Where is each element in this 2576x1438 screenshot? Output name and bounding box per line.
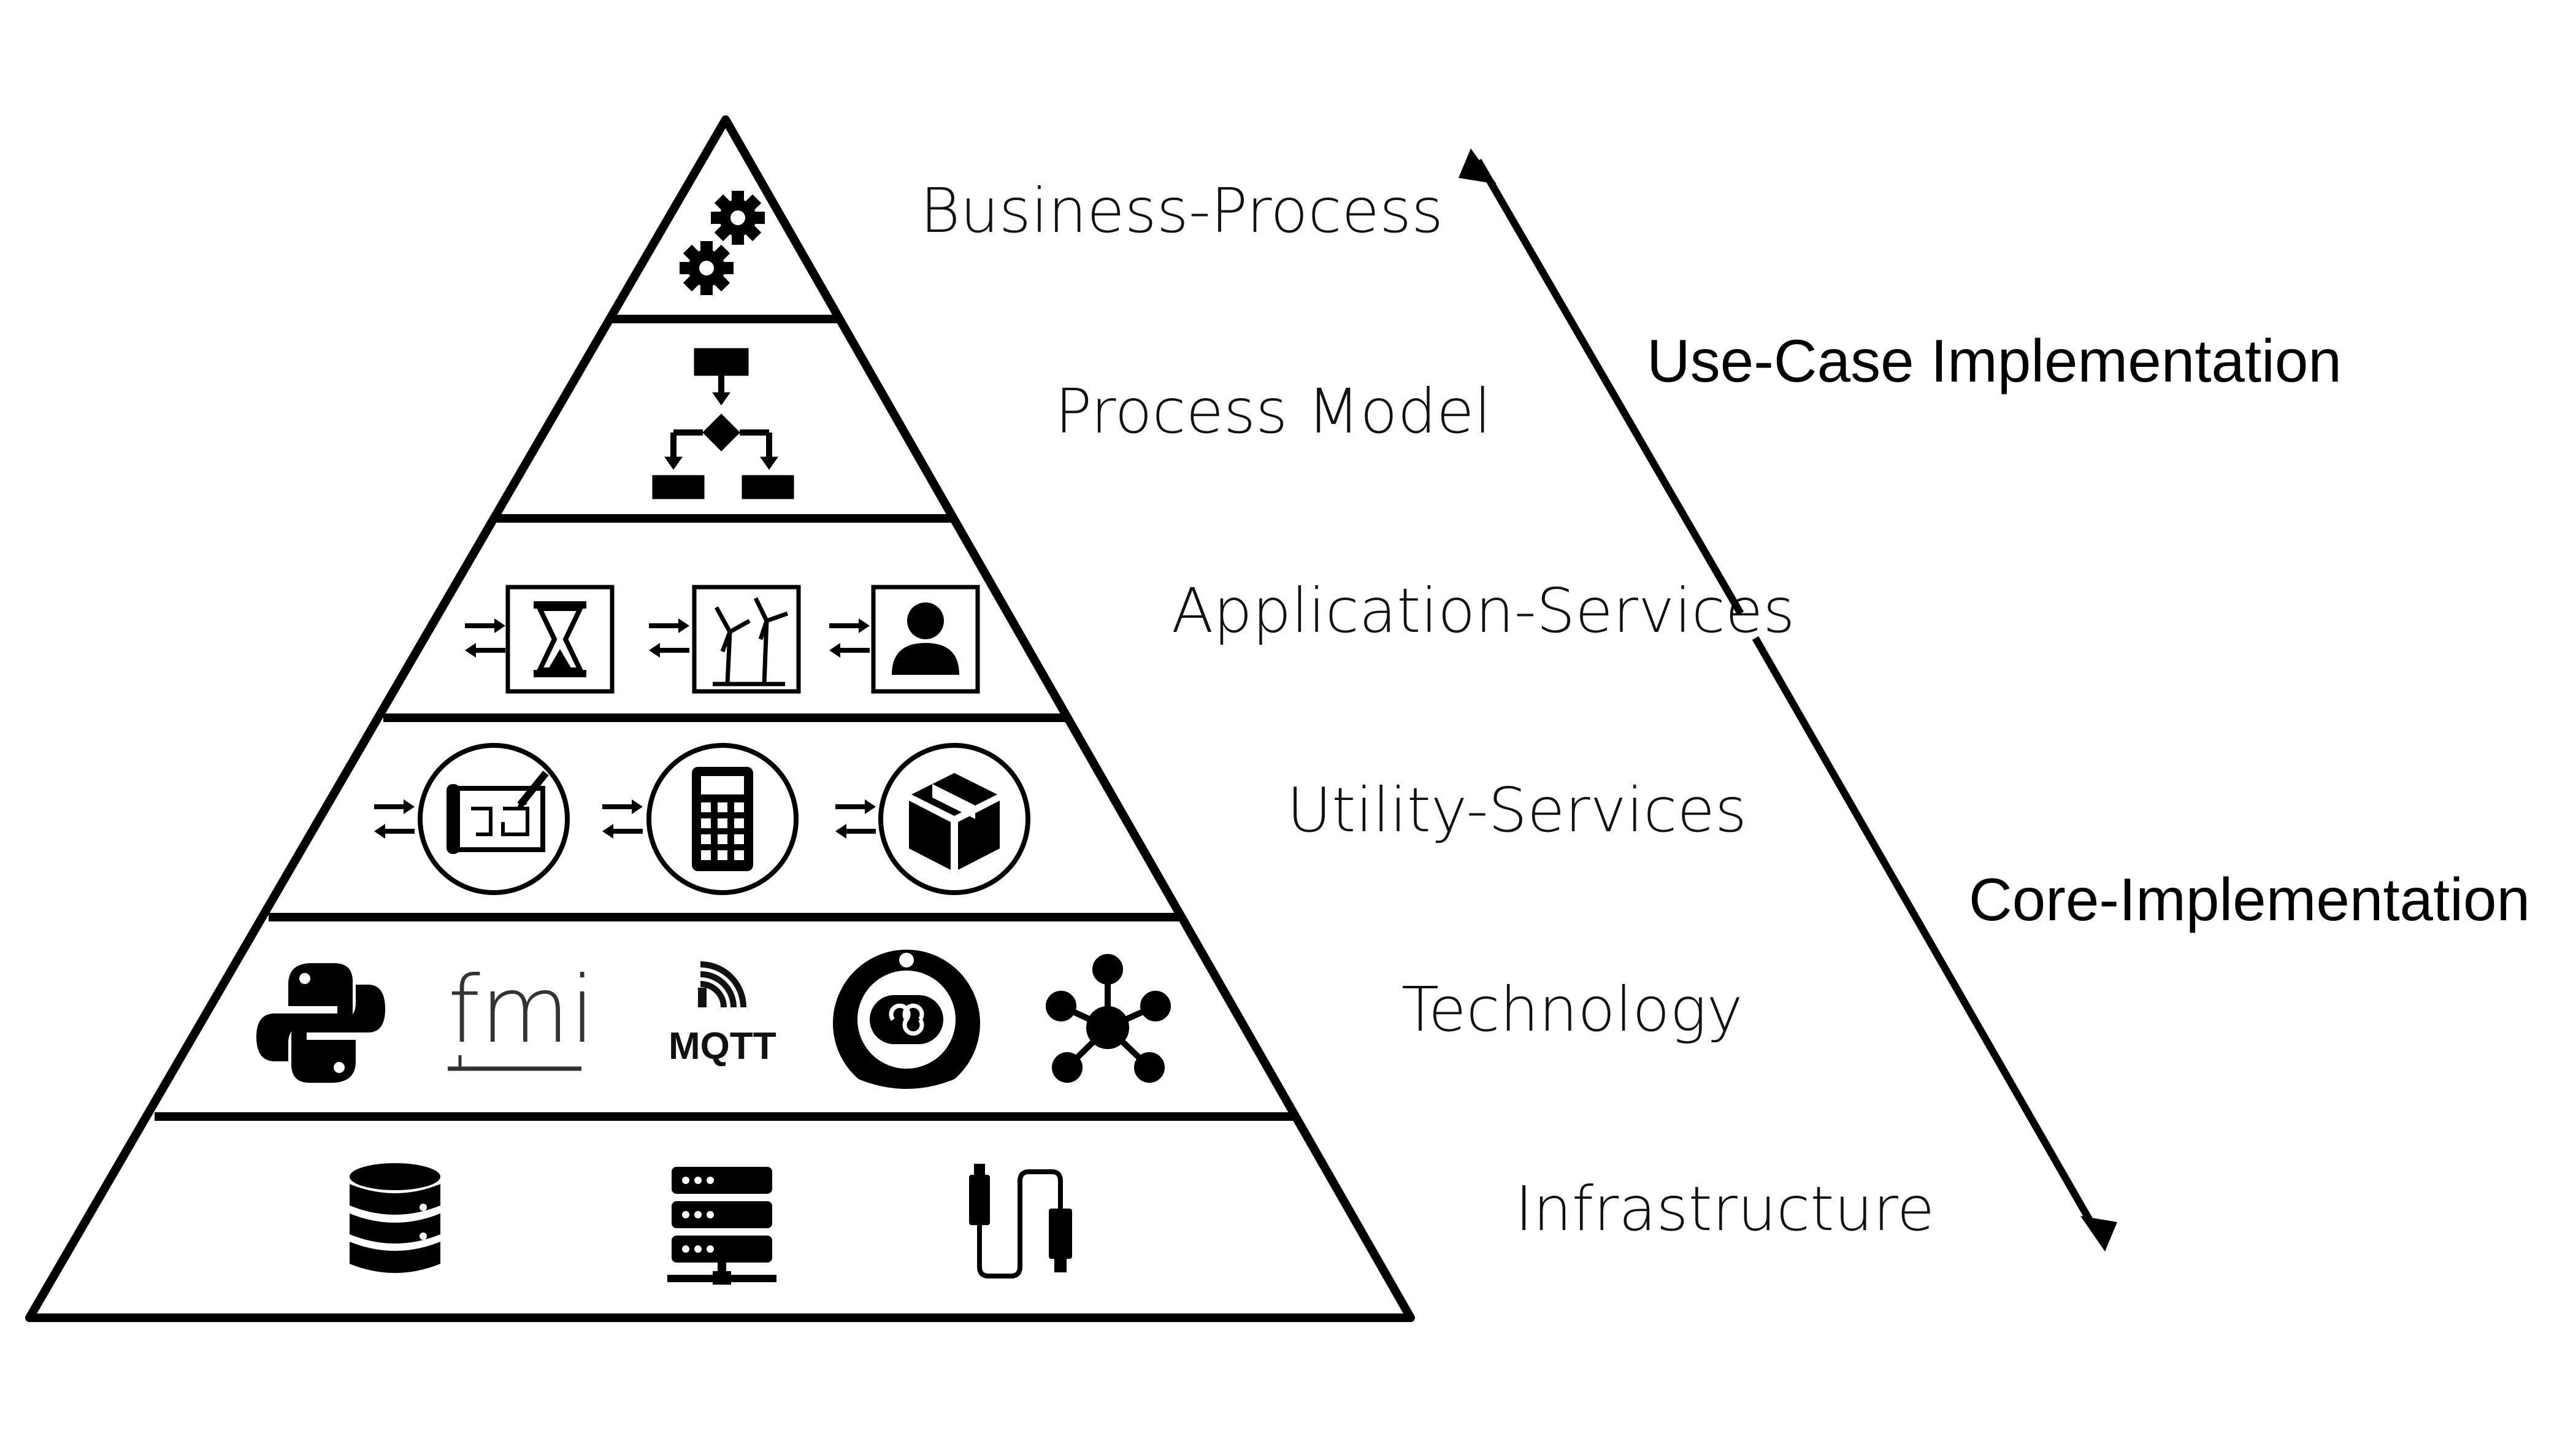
calculator-service-icon: [602, 743, 799, 895]
layer-label-process-model: Process Model: [1055, 375, 1491, 447]
use-case-implementation-label: Use-Case Implementation: [1647, 327, 2342, 394]
arrowhead-up-icon: [1459, 148, 1497, 184]
python-logo-icon: [256, 963, 385, 1083]
layer-label-application-services: Application-Services: [1171, 575, 1795, 647]
core-implementation-label: Core-Implementation: [1969, 866, 2530, 933]
package-service-icon: [835, 743, 1030, 895]
wind-turbine-service-icon: [649, 585, 801, 694]
server-rack-icon: [667, 1167, 776, 1285]
layer-label-business-process: Business-Process: [920, 175, 1443, 247]
fmi-logo-icon: fmi: [448, 957, 596, 1071]
bot-logo-icon: [833, 950, 980, 1098]
mqtt-logo-text: MQTT: [669, 1025, 776, 1067]
layer-label-technology: Technology: [1401, 974, 1743, 1045]
user-service-icon: [829, 585, 980, 694]
layer-label-infrastructure: Infrastructure: [1515, 1173, 1934, 1245]
pyramid-outline: [25, 115, 1415, 1322]
hourglass-service-icon: [465, 585, 615, 694]
database-icon: [350, 1163, 440, 1273]
flowchart-icon: [652, 348, 794, 499]
mqtt-logo-icon: MQTT: [669, 961, 776, 1067]
usb-cable-icon: [969, 1164, 1072, 1278]
fmi-logo-text: fmi: [448, 957, 596, 1064]
implementation-arrow: [1459, 148, 2117, 1252]
network-hub-icon: [1046, 954, 1171, 1083]
layer-label-utility-services: Utility-Services: [1287, 774, 1747, 846]
blueprint-service-icon: [374, 743, 570, 895]
arrowhead-down-icon: [2080, 1216, 2117, 1252]
